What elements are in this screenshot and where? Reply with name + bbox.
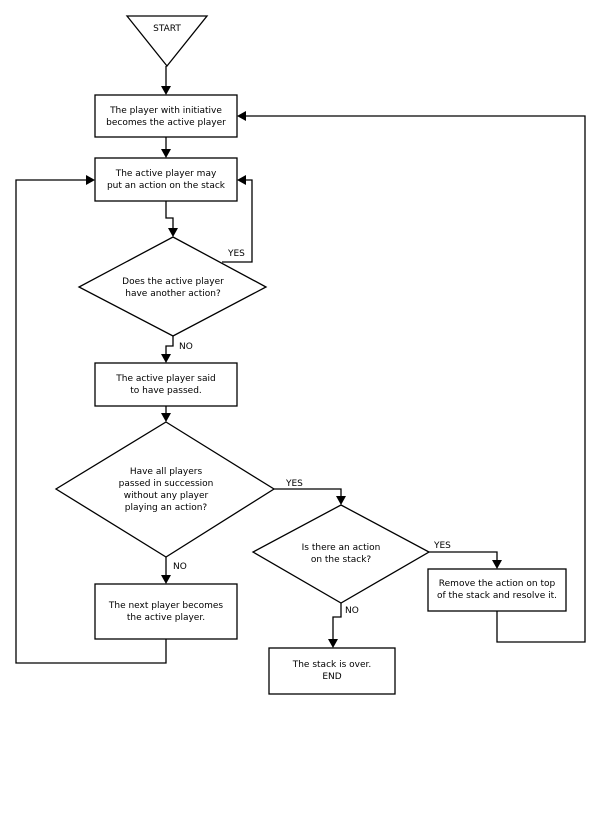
all-passed-label-line4: playing an action? <box>125 503 208 513</box>
all-passed-label-line3: without any player <box>124 491 209 501</box>
next-player-label-line1: The next player becomes <box>108 601 224 611</box>
label-another-no: NO <box>179 342 193 352</box>
another-action-label-line1: Does the active player <box>122 277 224 287</box>
end-label-line1: The stack is over. <box>292 660 372 670</box>
resolve-label-line2: of the stack and resolve it. <box>437 591 557 601</box>
arrowhead <box>328 639 338 648</box>
label-all-no: NO <box>173 562 187 572</box>
arrowhead <box>237 111 246 121</box>
label-all-yes: YES <box>285 479 303 489</box>
arrowhead <box>86 175 95 185</box>
arrowhead <box>492 560 502 569</box>
start-label: START <box>153 24 181 34</box>
edge-next-loop <box>15 179 167 664</box>
edges <box>15 66 586 664</box>
end-label-line2: END <box>322 672 341 682</box>
arrowhead <box>168 228 178 237</box>
label-stack-no: NO <box>345 606 359 616</box>
edge-labels: YES NO YES NO YES NO <box>173 249 451 616</box>
another-action-label-line2: have another action? <box>125 289 221 299</box>
next-player-label-line2: the active player. <box>127 613 205 623</box>
put-action-label-line2: put an action on the stack <box>107 181 226 191</box>
put-action-label-line1: The active player may <box>115 169 217 179</box>
passed-label-line2: to have passed. <box>130 386 202 396</box>
all-passed-label-line1: Have all players <box>130 467 203 477</box>
next-player-box: The next player becomes the active playe… <box>94 583 238 640</box>
resolve-label-line1: Remove the action on top <box>439 579 556 589</box>
is-action-decision: Is there an action on the stack? <box>251 504 431 604</box>
initiative-box: The player with initiative becomes the a… <box>94 94 238 138</box>
end-box: The stack is over. END <box>268 647 396 695</box>
all-passed-decision: Have all players passed in succession wi… <box>54 421 276 558</box>
edge-another-no <box>165 336 174 354</box>
label-another-yes: YES <box>227 249 245 259</box>
start-node: START <box>125 15 209 68</box>
another-action-decision: Does the active player have another acti… <box>77 236 268 337</box>
is-action-label-line2: on the stack? <box>311 555 372 565</box>
label-stack-yes: YES <box>433 541 451 551</box>
put-action-box: The active player may put an action on t… <box>94 157 238 202</box>
edge-stack-yes <box>429 551 498 560</box>
arrowhead <box>161 575 171 584</box>
edge-put-another <box>165 201 174 228</box>
all-passed-label-line2: passed in succession <box>119 479 214 489</box>
arrowhead <box>161 149 171 158</box>
is-action-label-line1: Is there an action <box>302 543 381 553</box>
resolve-box: Remove the action on top of the stack an… <box>427 568 567 612</box>
edge-another-yes <box>222 179 253 263</box>
edge-all-yes <box>274 488 342 496</box>
arrowhead <box>161 86 171 95</box>
passed-label-line1: The active player said <box>115 374 215 384</box>
initiative-label-line1: The player with initiative <box>109 106 222 116</box>
arrowhead <box>336 496 346 505</box>
passed-box: The active player said to have passed. <box>94 362 238 407</box>
initiative-label-line2: becomes the active player <box>106 118 226 128</box>
arrowhead <box>237 175 246 185</box>
edge-resolve-loop <box>246 115 586 643</box>
arrowhead <box>161 413 171 422</box>
edge-stack-no <box>332 603 342 639</box>
arrowhead <box>161 354 171 363</box>
